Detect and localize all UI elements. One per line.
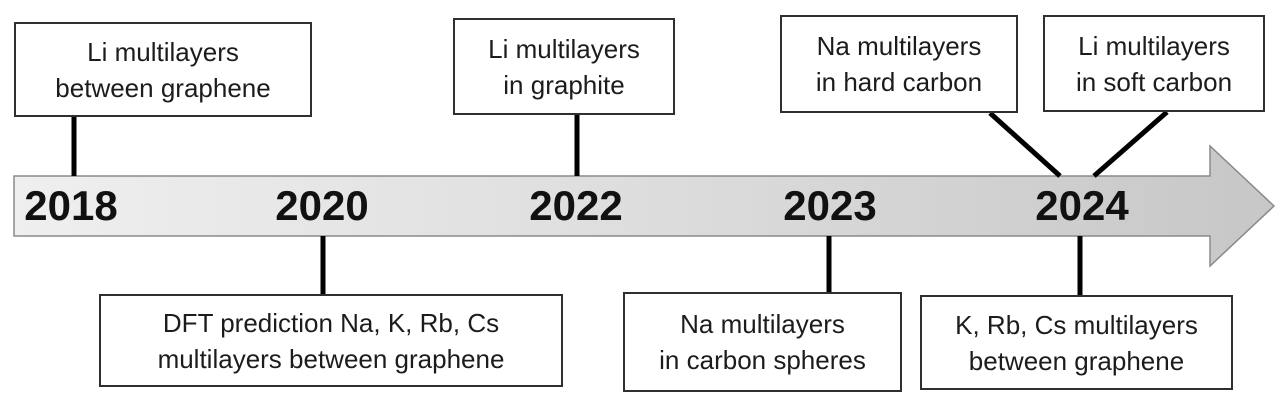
year-label-2022: 2022 (529, 182, 623, 229)
year-label-2020: 2020 (275, 182, 369, 229)
connector-2024-soft-carbon-diagonal (1092, 110, 1169, 178)
timeline-arrow (13, 144, 1276, 268)
event-box-li-multilayers-in-soft-carbon: Li multilayers in soft carbon (1043, 15, 1265, 112)
event-box-na-multilayers-in-hard-carbon: Na multilayers in hard carbon (780, 15, 1018, 113)
event-box-na-multilayers-in-carbon-spheres: Na multilayers in carbon spheres (623, 292, 902, 392)
year-label-2018: 2018 (24, 182, 118, 229)
event-box-k-rb-cs-multilayers-between-graphene: K, Rb, Cs multilayers between graphene (920, 295, 1233, 390)
event-box-li-multilayers-between-graphene: Li multilayers between graphene (14, 22, 312, 117)
year-label-2024: 2024 (1035, 182, 1129, 229)
event-box-dft-prediction-multilayers-between-graphene: DFT prediction Na, K, Rb, Cs multilayers… (99, 294, 563, 387)
year-label-2023: 2023 (783, 182, 877, 229)
event-box-li-multilayers-in-graphite: Li multilayers in graphite (453, 18, 675, 115)
connector-2024-hard-carbon-diagonal (988, 111, 1062, 178)
